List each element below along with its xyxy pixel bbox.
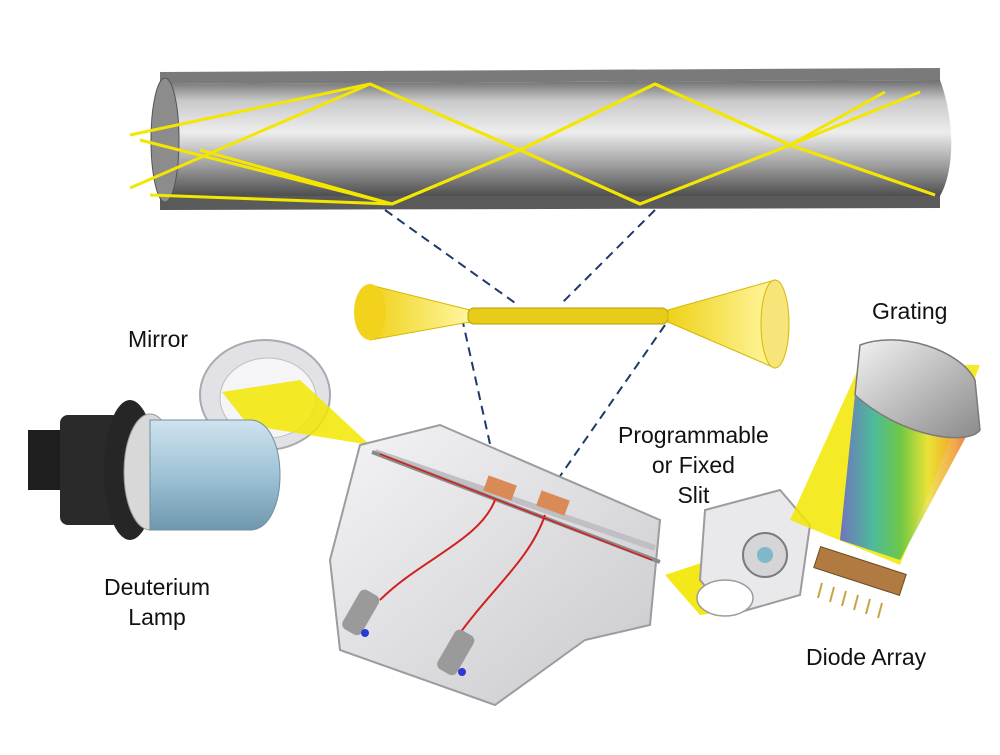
lamp-label-line-2: Lamp [128, 604, 186, 630]
slit-label-line-2: or Fixed [651, 452, 735, 478]
deuterium-lamp-icon [28, 400, 281, 540]
lamp-label: Deuterium Lamp [104, 572, 210, 632]
slit-housing-icon [665, 488, 812, 617]
grating-label-text: Grating [872, 298, 948, 324]
diode-array-label: Diode Array [806, 642, 926, 672]
beam-focus-cone [354, 279, 790, 369]
slit-label: Programmable or Fixed Slit [618, 420, 769, 510]
diode-array-icon [813, 546, 907, 619]
grating-icon [790, 339, 981, 565]
diode-array-label-text: Diode Array [806, 644, 927, 670]
grating-label: Grating [872, 296, 947, 326]
slit-label-line-1: Programmable [618, 422, 769, 448]
flow-cell-icon [328, 423, 662, 707]
slit-label-line-3: Slit [677, 482, 710, 508]
light-rays [129, 82, 936, 206]
lamp-label-line-1: Deuterium [104, 574, 211, 600]
mirror-label: Mirror [128, 324, 188, 354]
mirror-label-text: Mirror [128, 326, 189, 352]
capillary-tube [150, 68, 952, 210]
